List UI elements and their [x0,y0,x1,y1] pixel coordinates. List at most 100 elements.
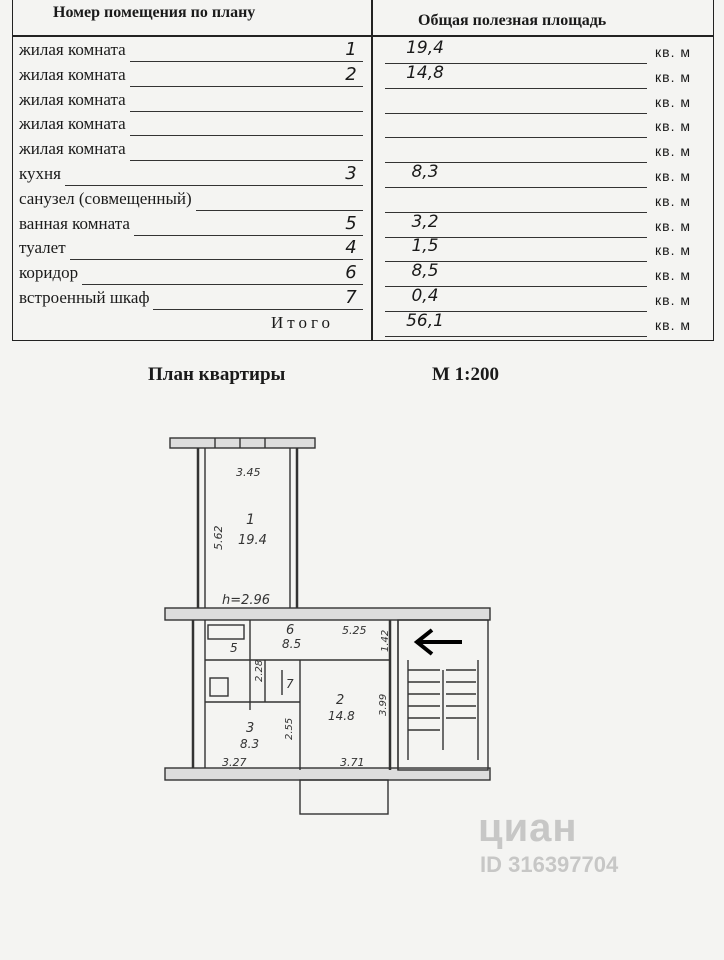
row-unit: кв. м [655,118,691,135]
room1-area: 19.4 [238,533,267,548]
row-unit: кв. м [655,68,691,85]
wc-length: 2.28 [254,660,265,682]
header-room-number: Номер помещения по плану [53,4,256,21]
fill-line [130,160,363,162]
table-row: коридор 6 8,5 кв. м [13,261,713,288]
row-label: жилая комната [19,114,126,134]
row-area: 1,5 [411,236,439,257]
watermark-id: ID 316397704 [480,852,619,877]
row-area: 19,4 [406,38,444,58]
row-room-number: 2 [345,63,357,85]
ceiling-height: h=2.96 [222,593,270,608]
area-table: Номер помещения по плану Общая полезная … [12,0,714,341]
row-room-number: 6 [345,262,357,284]
area-line [385,311,647,312]
row-unit: кв. м [655,44,691,60]
row-area: 8,5 [411,261,439,282]
row-label: Итого [271,312,335,332]
room2-area: 14.8 [328,709,355,723]
row-area: 0,4 [411,286,439,306]
watermark: циан ID 316397704 [478,806,618,877]
room2-number: 2 [336,693,344,708]
fill-line [130,61,363,62]
corridor-length: 5.25 [342,624,367,637]
kitchen-depth: 2.55 [284,718,295,740]
table-row: Итого 56,1 кв. м [13,310,713,337]
row-area: 8,3 [411,162,439,182]
balcony [299,779,389,815]
corridor-area: 8.5 [282,637,301,651]
bathtub [207,624,245,640]
row-label: кухня [19,164,61,183]
row-label: туалет [19,238,66,258]
row-label: санузел (совмещенный) [19,188,192,208]
row-label: ванная комната [19,213,130,233]
area-line [385,162,647,164]
row-label: коридор [19,263,79,283]
row-label: жилая комната [19,64,126,84]
kitchen-number: 3 [246,721,254,736]
corridor-width: 1.42 [380,630,391,652]
row-unit: кв. м [655,316,691,333]
fill-line [153,309,363,310]
closet-number: 7 [286,677,294,691]
fill-line [130,135,363,137]
plan-title: План квартиры [148,364,286,385]
area-line [385,286,647,288]
row-unit: кв. м [655,217,691,234]
area-line [385,236,647,238]
row-unit: кв. м [655,192,691,209]
row-unit: кв. м [655,267,691,284]
fill-line [130,85,363,87]
middle-wall [164,607,491,621]
table-row: жилая комната кв. м [13,114,713,139]
area-line [385,211,647,213]
row-unit: кв. м [655,242,691,259]
row-room-number: 4 [345,237,357,259]
table-header-divider [13,35,713,37]
fill-line [130,110,363,112]
toilet [209,677,229,697]
kitchen-area: 8.3 [240,737,259,751]
stairwell [397,619,489,771]
corridor-number: 6 [286,623,294,638]
table-row: санузел (совмещенный) кв. м [13,189,713,213]
row-room-number: 3 [345,163,357,184]
plan-scale: М 1:200 [432,364,500,385]
row-label: жилая комната [19,40,126,59]
table-row: туалет 4 1,5 кв. м [13,236,713,263]
area-line [385,261,647,263]
kitchen-width: 3.27 [222,756,247,769]
row-room-number: 5 [345,212,357,234]
row-label: жилая комната [19,89,126,109]
area-line [385,187,647,188]
area-line [385,335,647,337]
fill-line [82,284,363,286]
area-line [385,63,647,64]
row-label: жилая комната [19,139,126,159]
row-area: 56,1 [406,310,444,331]
row-unit: кв. м [655,168,691,184]
room2-width: 3.71 [340,756,365,769]
room1-length: 5.62 [212,526,225,551]
fill-line [70,259,363,261]
area-line [385,137,647,139]
area-line [385,112,647,114]
row-room-number: 7 [345,287,357,308]
row-area: 3,2 [411,211,439,232]
table-row: ванная комната 5 3,2 кв. м [13,211,713,238]
apartment-floor-plan: 3.45 5.62 1 19.4 h=2.96 6 8.5 5.25 1.42 … [164,437,491,815]
row-unit: кв. м [655,292,691,308]
area-line [385,87,647,89]
watermark-brand: циан [478,806,578,850]
fill-line [65,185,363,186]
table-row: кухня 3 8,3 кв. м [13,162,713,188]
room2-depth: 3.99 [378,694,389,716]
top-wall [169,437,316,449]
table-column-divider [371,0,373,340]
row-unit: кв. м [655,143,691,160]
